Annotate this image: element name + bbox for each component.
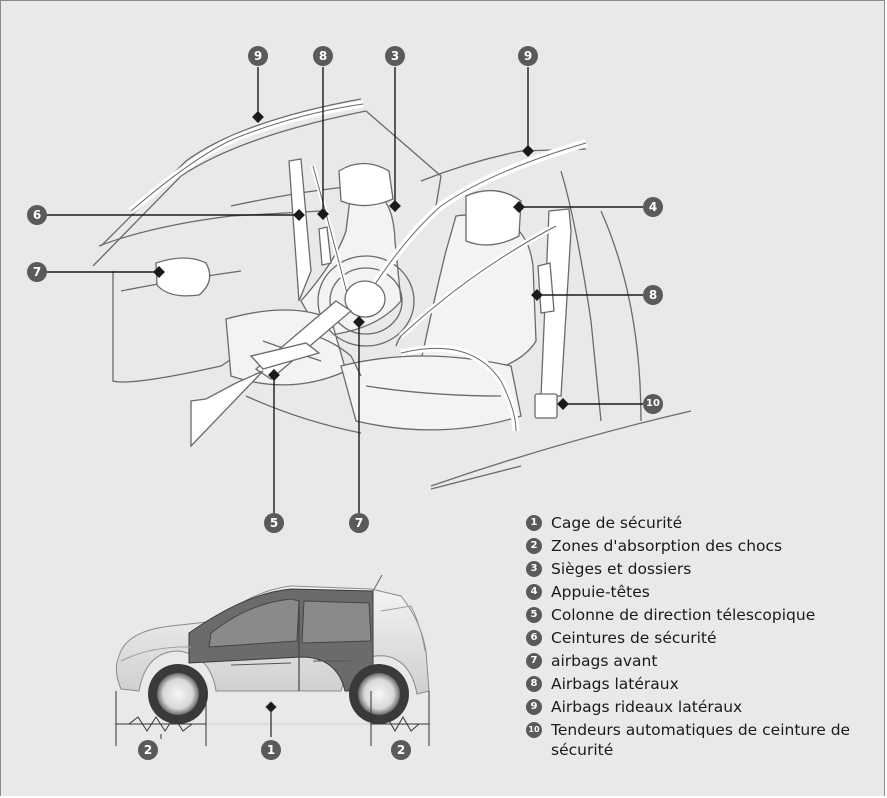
legend-text: Tendeurs automatiques de ceinture de séc… bbox=[551, 721, 851, 759]
callout-2-right: 2 bbox=[391, 740, 411, 760]
legend-item: 2 Zones d'absorption des chocs bbox=[526, 536, 876, 556]
legend-item: 10 Tendeurs automatiques de ceinture de s… bbox=[526, 720, 876, 760]
callout-4: 4 bbox=[643, 197, 663, 217]
safety-parts bbox=[128, 100, 588, 448]
legend-number: 1 bbox=[526, 515, 542, 531]
callout-9-right: 9 bbox=[518, 46, 538, 66]
legend-text: Airbags rideaux latéraux bbox=[551, 698, 743, 716]
legend-item: 8 Airbags latéraux bbox=[526, 674, 876, 694]
legend: 1 Cage de sécurité 2 Zones d'absorption de… bbox=[526, 513, 876, 763]
legend-text: Airbags latéraux bbox=[551, 675, 679, 693]
car-exterior bbox=[113, 574, 431, 725]
callout-8-right: 8 bbox=[643, 285, 663, 305]
callout-9-left: 9 bbox=[248, 46, 268, 66]
legend-item: 9 Airbags rideaux latéraux bbox=[526, 697, 876, 717]
legend-item: 3 Sièges et dossiers bbox=[526, 559, 876, 579]
leader-lines bbox=[47, 67, 643, 513]
callout-2-left: 2 bbox=[138, 740, 158, 760]
legend-number: 10 bbox=[526, 722, 542, 738]
legend-item: 7 airbags avant bbox=[526, 651, 876, 671]
legend-number: 7 bbox=[526, 653, 542, 669]
crumple-zone-markers bbox=[115, 691, 430, 746]
legend-number: 8 bbox=[526, 676, 542, 692]
legend-number: 2 bbox=[526, 538, 542, 554]
legend-number: 6 bbox=[526, 630, 542, 646]
legend-text: airbags avant bbox=[551, 652, 658, 670]
legend-item: 6 Ceintures de sécurité bbox=[526, 628, 876, 648]
legend-item: 4 Appuie-têtes bbox=[526, 582, 876, 602]
legend-text: Appuie-têtes bbox=[551, 583, 650, 601]
legend-text: Colonne de direction télescopique bbox=[551, 606, 816, 624]
legend-text: Zones d'absorption des chocs bbox=[551, 537, 783, 555]
callout-8-top: 8 bbox=[313, 46, 333, 66]
legend-text: Sièges et dossiers bbox=[551, 560, 692, 578]
legend-item: 1 Cage de sécurité bbox=[526, 513, 876, 533]
callout-3: 3 bbox=[385, 46, 405, 66]
callout-10: 10 bbox=[643, 394, 663, 414]
callout-7-left: 7 bbox=[27, 262, 47, 282]
legend-text: Cage de sécurité bbox=[551, 514, 683, 532]
callout-1: 1 bbox=[261, 740, 281, 760]
callout-7-bottom: 7 bbox=[349, 513, 369, 533]
legend-number: 9 bbox=[526, 699, 542, 715]
callout-6: 6 bbox=[27, 205, 47, 225]
legend-item: 5 Colonne de direction télescopique bbox=[526, 605, 876, 625]
legend-text: Ceintures de sécurité bbox=[551, 629, 717, 647]
legend-number: 3 bbox=[526, 561, 542, 577]
legend-number: 5 bbox=[526, 607, 542, 623]
callout-5: 5 bbox=[264, 513, 284, 533]
legend-number: 4 bbox=[526, 584, 542, 600]
